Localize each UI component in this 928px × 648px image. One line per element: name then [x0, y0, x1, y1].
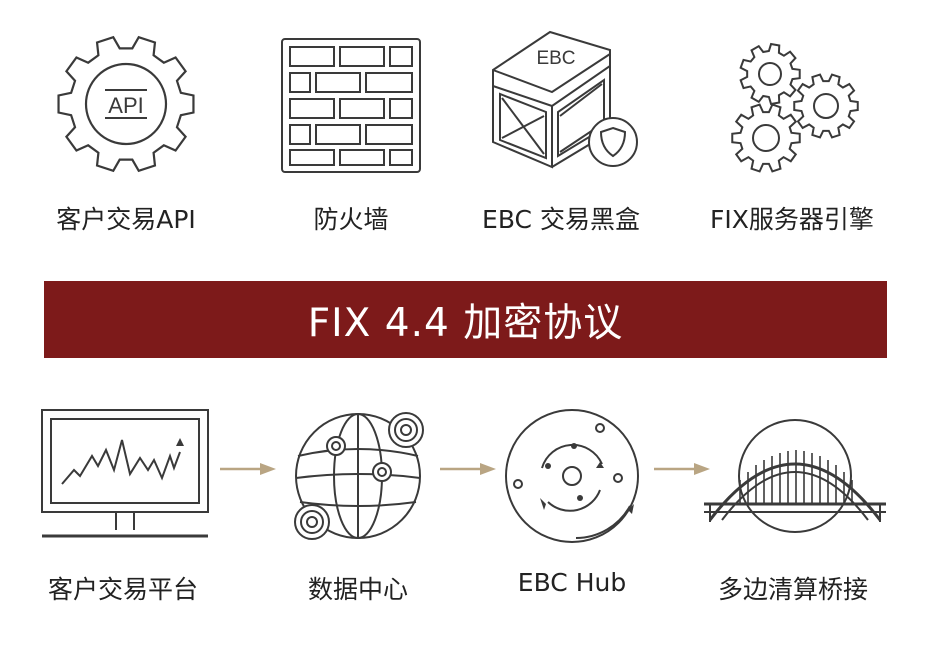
gear-api-icon: API — [56, 34, 196, 174]
label-black-box: EBC 交易黑盒 — [482, 205, 640, 234]
api-icon-text: API — [108, 93, 143, 118]
firewall-icon — [280, 37, 422, 174]
banner-title: FIX 4.4 加密协议 — [307, 300, 624, 346]
label-bridge: 多边清算桥接 — [717, 575, 868, 604]
globe-network-icon — [286, 406, 436, 546]
ebc-box-text: EBC — [536, 48, 575, 69]
label-trading-platform: 客户交易平台 — [47, 575, 198, 604]
black-box-icon: EBC — [488, 22, 643, 172]
protocol-banner: FIX 4.4 加密协议 — [44, 281, 887, 358]
label-client-api: 客户交易API — [56, 205, 196, 234]
arrow-3 — [654, 461, 714, 481]
label-ebc-hub: EBC Hub — [517, 568, 627, 597]
hub-icon — [500, 406, 645, 546]
gears-icon — [722, 34, 867, 184]
arrow-1 — [220, 461, 280, 481]
label-firewall: 防火墙 — [313, 205, 389, 234]
label-fix-engine: FIX服务器引擎 — [710, 205, 874, 234]
bridge-icon — [700, 410, 890, 535]
arrow-2 — [440, 461, 500, 481]
label-data-center: 数据中心 — [307, 575, 408, 604]
trading-monitor-icon — [40, 408, 210, 540]
